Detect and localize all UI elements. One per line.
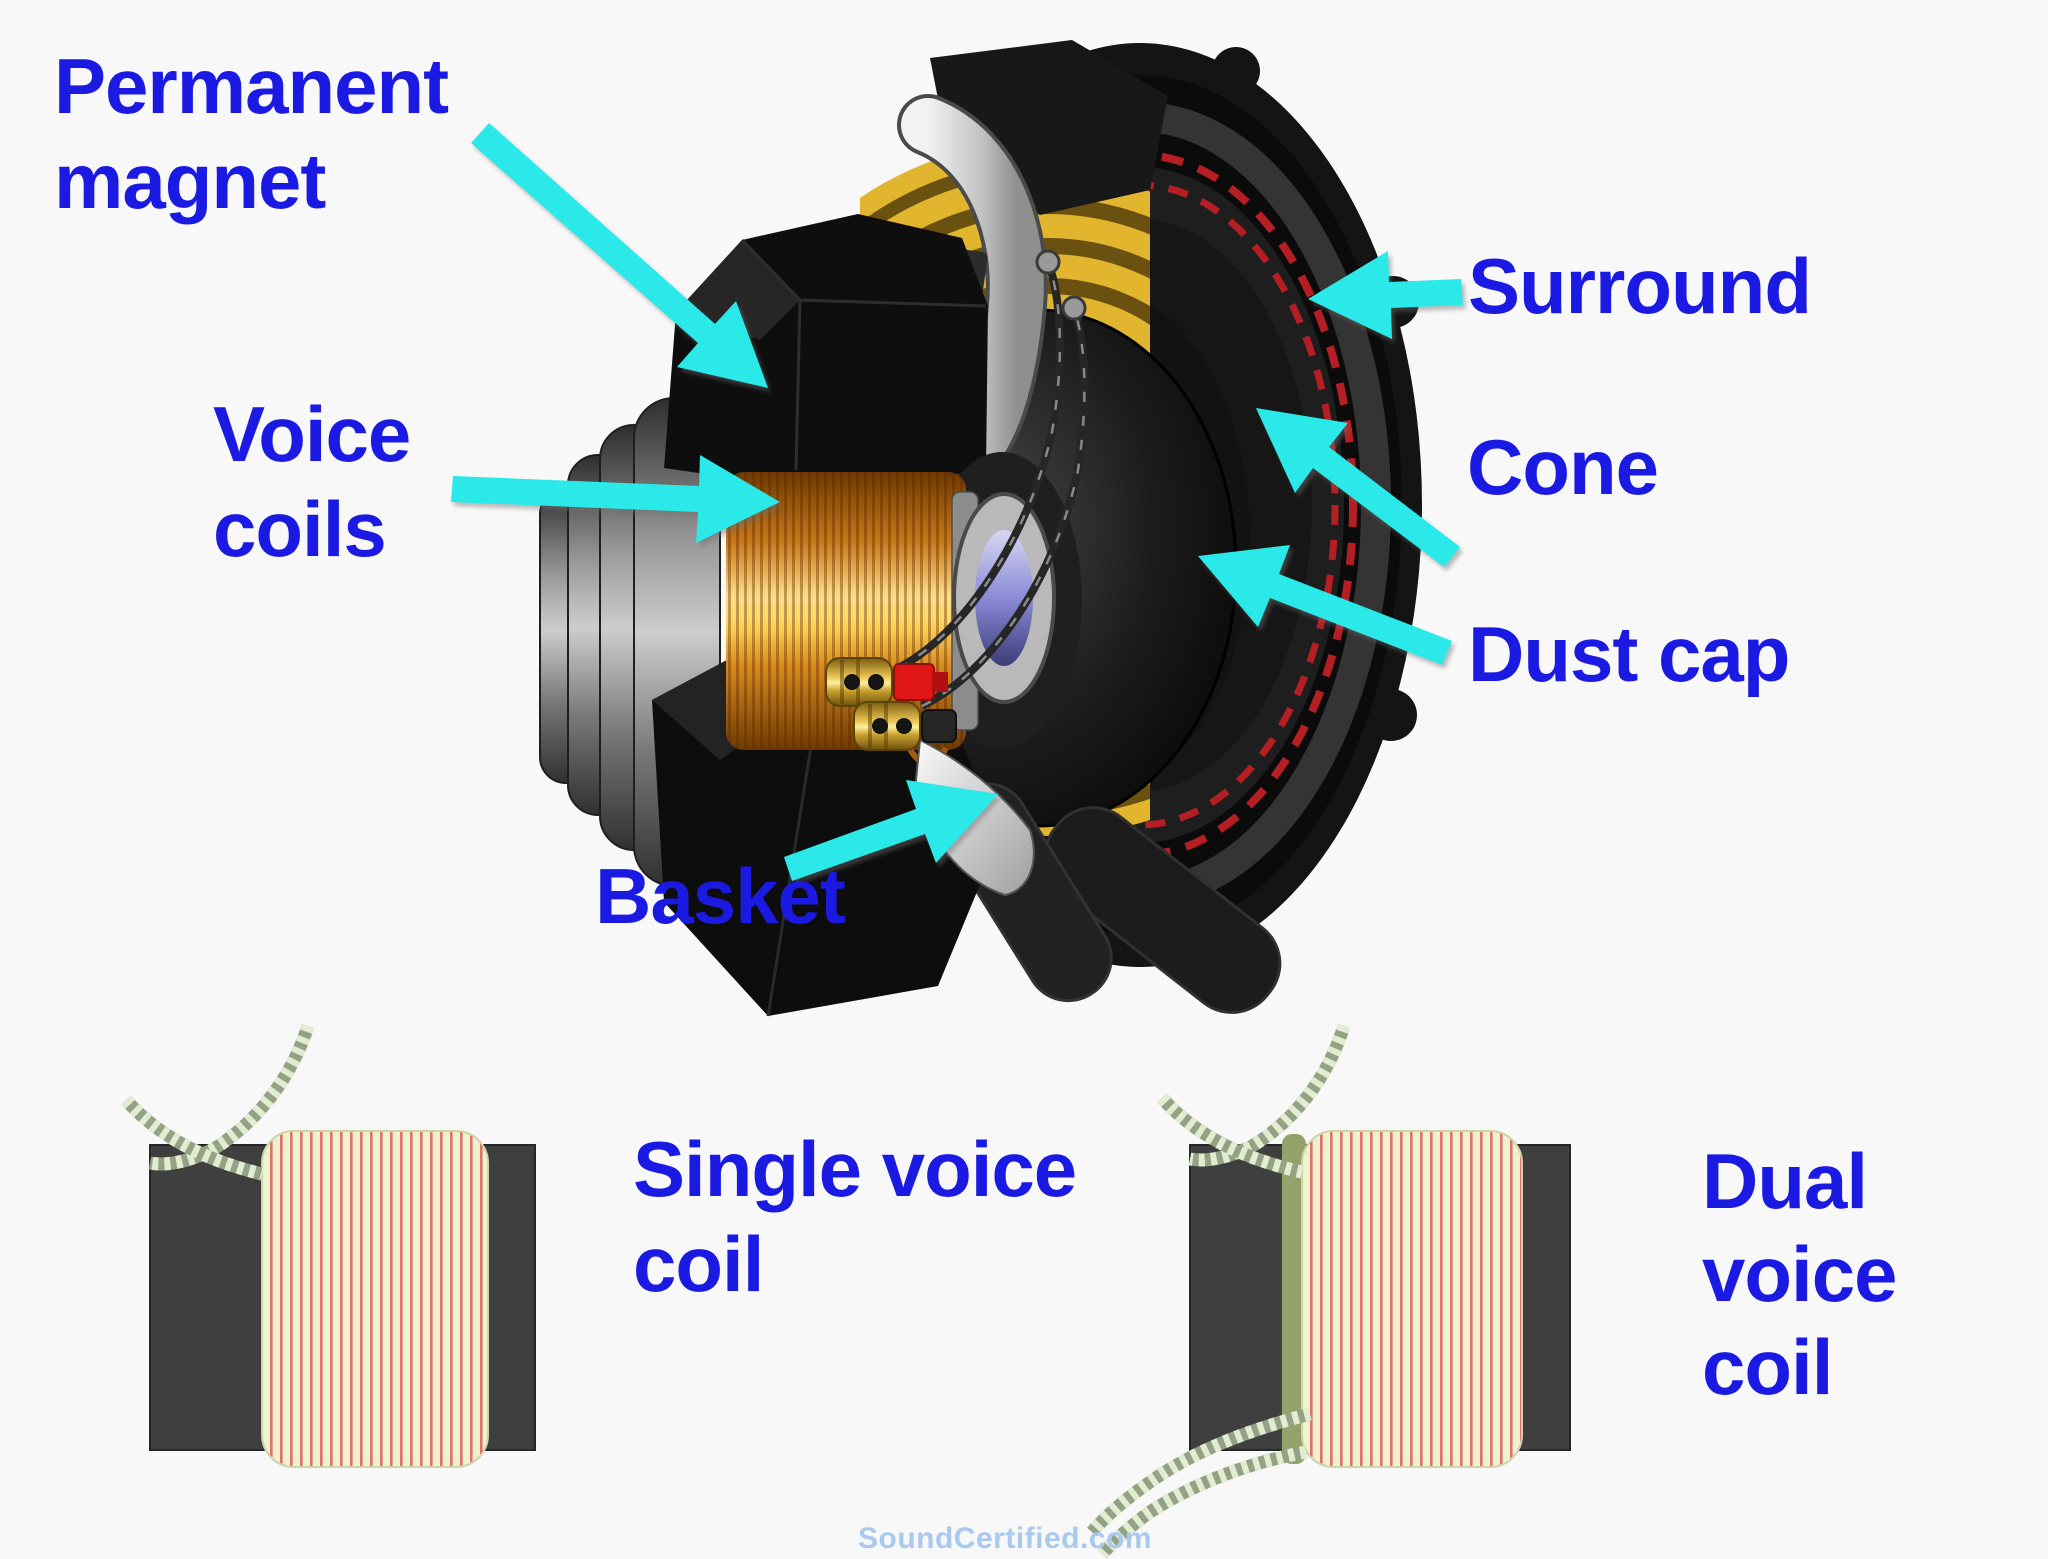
cone-arrow xyxy=(1256,408,1460,567)
mounting-tab xyxy=(1365,689,1417,741)
coil-winding-wrap xyxy=(261,1130,489,1468)
label-voice-coils: Voice coils xyxy=(213,390,411,573)
tinsel-wires xyxy=(1087,1024,1351,1559)
label-single-voice-coil: Single voice coil xyxy=(633,1125,1077,1308)
mounting-tab xyxy=(1212,47,1260,95)
terminal-black-connector xyxy=(921,709,957,743)
lead-wires xyxy=(895,249,1089,767)
watermark-text: SoundCertified.com xyxy=(858,1522,1153,1555)
single-voice-coil-figure xyxy=(121,1024,536,1468)
callout-arrows xyxy=(451,123,1463,881)
permanent-magnet-part xyxy=(539,214,1000,1017)
label-permanent-magnet: Permanent magnet xyxy=(54,42,449,225)
dual-voice-coil-figure xyxy=(1087,1024,1571,1559)
voice-coils-arrow xyxy=(451,455,780,543)
speaker-illustration xyxy=(539,40,1422,1017)
label-dust-cap: Dust cap xyxy=(1468,610,1790,698)
label-dual-voice-coil: Dual voice coil xyxy=(1702,1137,1897,1411)
coil-winding-wrap xyxy=(1301,1130,1523,1468)
label-surround: Surround xyxy=(1468,242,1812,330)
inner-coil-edge xyxy=(1282,1134,1306,1464)
tinsel-wires xyxy=(121,1024,315,1181)
speaker-terminals xyxy=(825,657,957,751)
label-basket: Basket xyxy=(595,852,846,940)
terminal-red-connector xyxy=(893,663,935,701)
pole-opening xyxy=(975,530,1033,666)
dust-cap-arrow xyxy=(1198,545,1452,665)
permanent-magnet-arrow xyxy=(471,123,768,388)
basket-arrow xyxy=(784,780,998,881)
surround-arrow xyxy=(1308,251,1463,339)
label-cone: Cone xyxy=(1467,423,1659,511)
